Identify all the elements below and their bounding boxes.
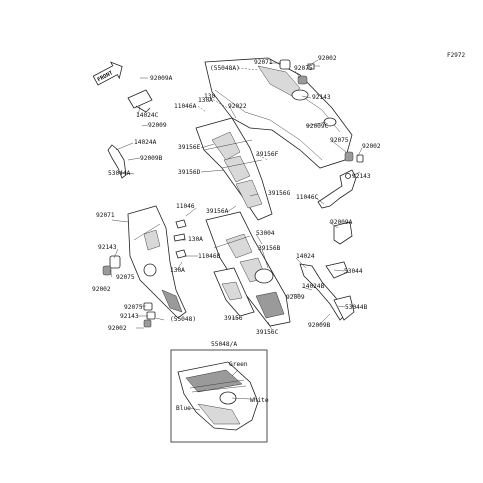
figure-id: F2972 <box>447 52 465 59</box>
stay-part <box>317 169 357 209</box>
label-92071-left: 92071 <box>96 212 115 219</box>
label-130-top: 130 <box>204 93 215 100</box>
part-labels: 92071 92002 (55048A) 92075 92009A 130 92… <box>92 55 381 412</box>
label-92075-bottom: 92075 <box>124 304 143 311</box>
label-53004: 53004 <box>256 230 275 237</box>
label-11046B: 11046B <box>198 253 221 260</box>
label-14024A: 14024A <box>134 139 157 146</box>
label-39156E: 39156E <box>178 144 201 151</box>
label-39156B: 39156B <box>258 245 281 252</box>
label-55048A-inset: 55048/A <box>211 341 237 348</box>
label-55048-paren: (55048) <box>170 316 196 323</box>
label-14024B: 14024B <box>302 283 325 290</box>
label-39156A: 39156A <box>206 208 229 215</box>
label-11046: 11046 <box>176 203 195 210</box>
label-92143-left: 92143 <box>98 244 117 251</box>
grommet-part <box>279 59 308 85</box>
label-92002-right: 92002 <box>362 143 381 150</box>
lower-shield-part <box>205 211 291 327</box>
grommet-part-right <box>344 151 364 163</box>
clip-part-right <box>333 221 353 245</box>
label-92009A-top: 92009A <box>150 75 173 82</box>
label-92009A-right: 92009A <box>330 219 353 226</box>
label-14024: 14024 <box>296 253 315 260</box>
grommet-part-left <box>102 255 121 276</box>
label-92002-left: 92002 <box>92 286 111 293</box>
label-92009C: 92009C <box>306 123 329 130</box>
label-92143-right: 92143 <box>352 173 371 180</box>
label-130A-low: 130A <box>170 267 185 274</box>
label-130A-top: 130A <box>198 97 213 104</box>
bolt-part-mid <box>173 219 187 259</box>
label-39156G: 39156G <box>268 190 291 197</box>
label-color-white: White <box>250 397 269 404</box>
label-14024C: 14024C <box>136 112 159 119</box>
label-92002-top: 92002 <box>318 55 337 62</box>
label-92009-right: 92009 <box>286 294 305 301</box>
label-92143-top: 92143 <box>312 94 331 101</box>
decal-inset <box>170 349 268 443</box>
label-color-blue: Blue <box>176 405 191 412</box>
label-92075-top: 92075 <box>294 65 313 72</box>
label-92075-right: 92075 <box>330 137 349 144</box>
label-39156F: 39156F <box>256 151 279 158</box>
label-92009-left: 92009 <box>148 122 167 129</box>
lower-bracket-part <box>299 261 355 321</box>
label-color-green: Green <box>229 361 248 368</box>
side-cover-part <box>127 205 187 319</box>
label-92075-left: 92075 <box>116 274 135 281</box>
label-55048A-top: (55048A) <box>210 65 240 72</box>
bracket-part <box>107 144 127 179</box>
label-130A-mid: 130A <box>188 236 203 243</box>
bolt-part <box>307 63 320 70</box>
heat-shield-part <box>195 117 273 221</box>
lower-shield-part-b <box>213 267 255 317</box>
label-39156: 39156 <box>224 315 243 322</box>
clip-part <box>127 89 153 113</box>
label-92009B-left: 92009B <box>140 155 163 162</box>
label-92002-bottom: 92002 <box>108 325 127 332</box>
front-arrow-icon: FRONT <box>92 61 123 86</box>
label-92009B-right: 92009B <box>308 322 331 329</box>
label-11046A: 11046A <box>174 103 197 110</box>
label-53044B: 53044B <box>345 304 368 311</box>
label-92022: 92022 <box>228 103 247 110</box>
label-11046C: 11046C <box>296 194 319 201</box>
label-92143-bottom: 92143 <box>120 313 139 320</box>
clip-part-bottom <box>143 302 156 328</box>
label-53044: 53044 <box>344 268 363 275</box>
label-39156D: 39156D <box>178 169 201 176</box>
leader-lines <box>109 59 363 331</box>
label-39156C: 39156C <box>256 329 279 336</box>
label-53044A: 53044A <box>108 170 131 177</box>
label-92071-top: 92071 <box>254 59 273 66</box>
